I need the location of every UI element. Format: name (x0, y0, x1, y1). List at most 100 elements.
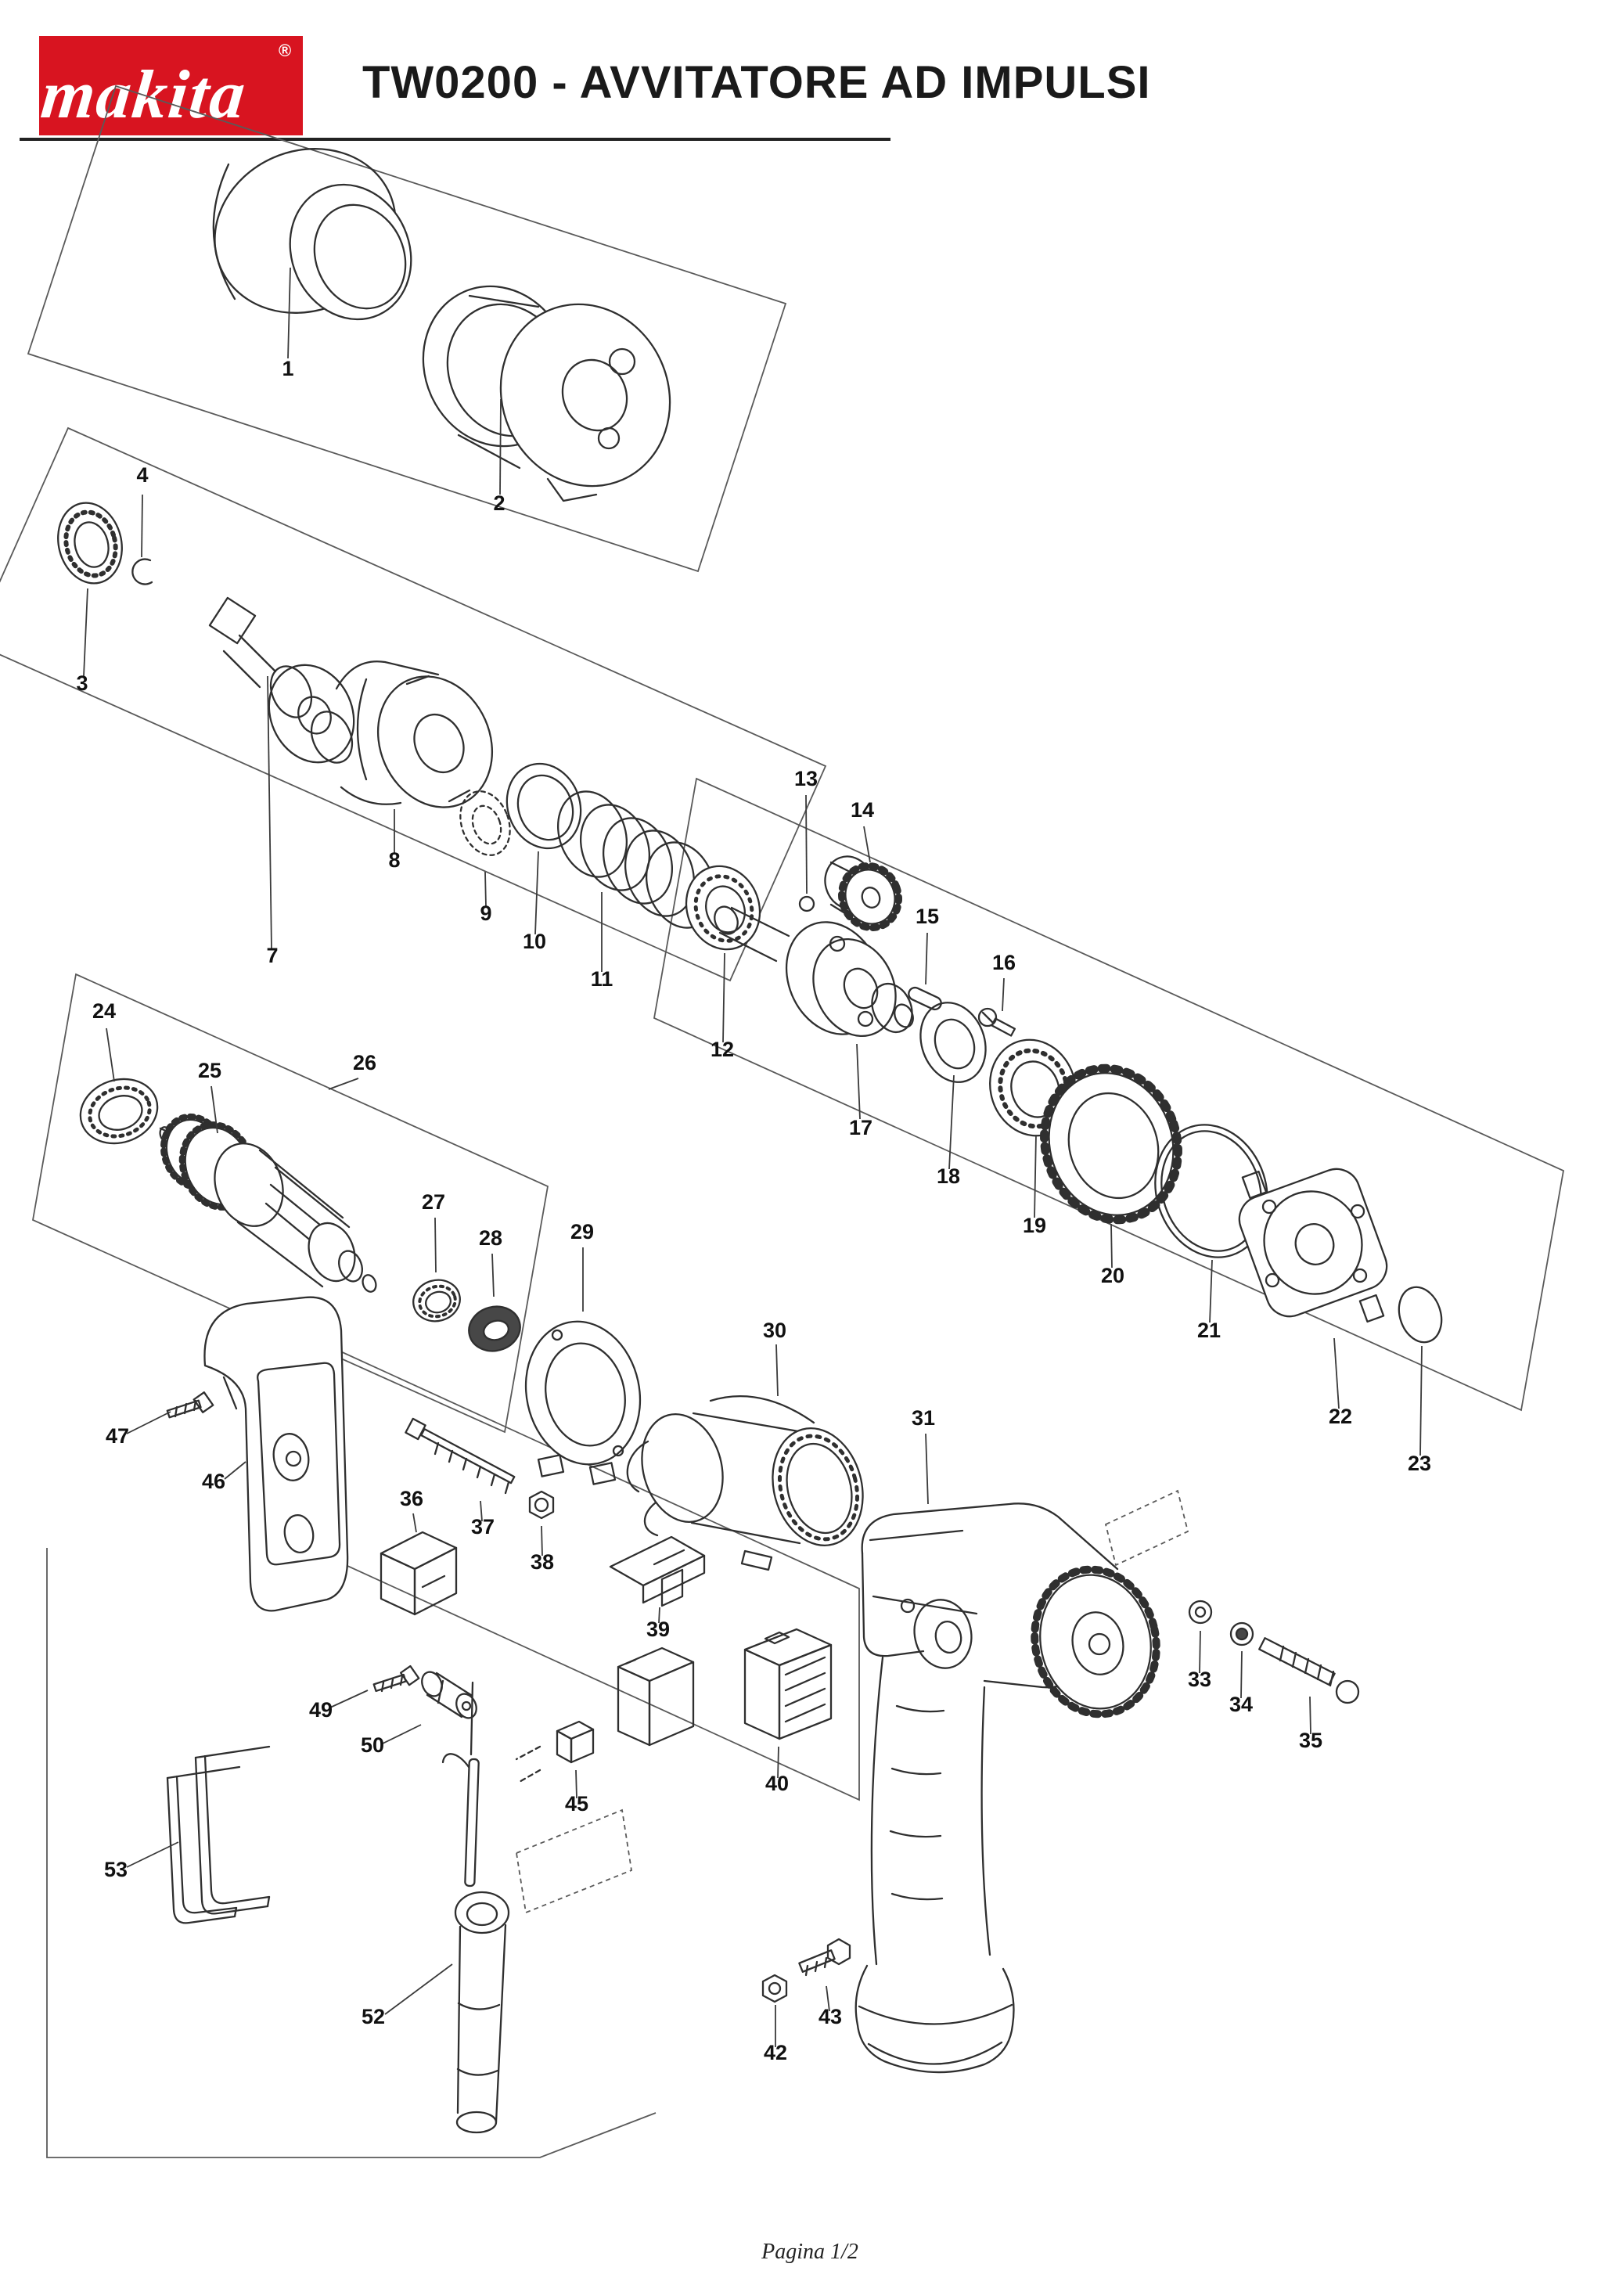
part-49-screw (372, 1664, 420, 1693)
part-4-ring-spring (131, 558, 153, 585)
leader-line-46 (224, 1461, 246, 1480)
part-9-washer (459, 790, 511, 856)
leader-line-24 (106, 1027, 115, 1082)
part-label-25: 25 (198, 1059, 221, 1082)
leader-line-23 (1419, 1345, 1423, 1456)
leader-line-36 (412, 1513, 417, 1533)
part-42-nut (761, 1974, 788, 2003)
part-28-seal (468, 1305, 521, 1352)
leader-line-3 (83, 588, 88, 677)
part-label-1: 1 (282, 357, 293, 380)
part-17-spindle (714, 905, 914, 1038)
part-13-ball (798, 895, 815, 912)
part-15-pin (908, 986, 942, 1011)
part-label-30: 30 (763, 1319, 786, 1342)
leader-line-49 (329, 1690, 369, 1708)
group-box-2 (0, 426, 827, 982)
part-35-bolt (1258, 1637, 1360, 1704)
part-label-43: 43 (818, 2005, 842, 2028)
part-30-field (626, 1395, 864, 1571)
registered-mark: ® (279, 41, 291, 60)
group-box-4 (31, 973, 549, 1434)
leader-line-37 (480, 1500, 483, 1522)
part-31-housing (854, 1502, 1160, 2074)
part-20-ring-gear (1040, 1063, 1182, 1225)
part-label-35: 35 (1299, 1729, 1322, 1752)
group-box-6 (46, 1548, 657, 2158)
leader-line-40 (777, 1746, 779, 1779)
leader-line-43 (826, 1985, 830, 2012)
leader-line-35 (1309, 1696, 1311, 1735)
part-label-19: 19 (1023, 1214, 1046, 1237)
part-label-33: 33 (1188, 1668, 1211, 1691)
part-10-ring (505, 762, 582, 850)
leader-line-10 (534, 851, 539, 935)
part-23-o-ring (1398, 1286, 1443, 1344)
part-50-pin (421, 1671, 477, 1719)
leader-line-20 (1110, 1223, 1113, 1269)
part-27-bearing (412, 1279, 461, 1323)
part-label-4: 4 (136, 463, 148, 487)
header: makita ® TW0200 - AVVITATORE AD IMPULSI (20, 36, 1150, 141)
part-label-46: 46 (202, 1470, 225, 1493)
label-plate (515, 1808, 632, 1914)
part-39-baffle (609, 1535, 706, 1607)
part-3-bearing (57, 502, 123, 585)
leader-line-34 (1240, 1650, 1243, 1699)
part-label-47: 47 (106, 1424, 129, 1448)
leader-line-28 (491, 1253, 495, 1297)
leader-line-22 (1333, 1337, 1340, 1409)
part-33-nut (1188, 1600, 1213, 1625)
parts-art (57, 148, 1443, 2134)
part-label-50: 50 (361, 1733, 384, 1757)
makita-logo (39, 36, 303, 135)
leader-line-9 (484, 871, 487, 907)
part-label-17: 17 (849, 1116, 872, 1139)
part-label-7: 7 (266, 944, 278, 967)
leader-line-2 (499, 398, 502, 495)
part-21-o-ring (1154, 1124, 1268, 1258)
part-29-bearing-retainer (524, 1320, 642, 1485)
leader-line-30 (775, 1344, 779, 1397)
leader-line-18 (948, 1074, 955, 1170)
part-8-hammer (335, 660, 494, 808)
part-label-52: 52 (362, 2005, 385, 2028)
leader-line-16 (1002, 977, 1005, 1012)
part-label-9: 9 (480, 901, 491, 925)
part-label-18: 18 (937, 1164, 960, 1188)
part-label-3: 3 (76, 671, 88, 695)
part-label-2: 2 (493, 491, 505, 515)
part-7-anvil (208, 596, 355, 764)
part-label-28: 28 (479, 1226, 502, 1250)
part-40-switch (617, 1628, 833, 1747)
part-label-26: 26 (353, 1051, 376, 1074)
part-label-20: 20 (1101, 1264, 1124, 1287)
part-label-27: 27 (422, 1190, 445, 1214)
part-22-bearing-box (1238, 1168, 1388, 1323)
part-46-handle (203, 1296, 349, 1612)
part-label-14: 14 (851, 798, 874, 822)
part-label-49: 49 (309, 1698, 333, 1722)
part-14-cam (824, 855, 902, 932)
leader-line-12 (722, 952, 725, 1043)
group-box-3 (653, 777, 1565, 1412)
leader-line-19 (1034, 1134, 1037, 1218)
part-12-washer (685, 865, 761, 951)
part-2-hammer-case-cover (422, 285, 671, 502)
part-label-12: 12 (711, 1038, 734, 1061)
part-36-brush-holder (380, 1531, 458, 1616)
part-label-53: 53 (104, 1858, 128, 1881)
leader-line-45 (575, 1769, 577, 1799)
part-34-washer (1229, 1621, 1254, 1646)
part-label-31: 31 (912, 1406, 935, 1430)
part-label-15: 15 (916, 905, 939, 928)
part-38-nut (528, 1490, 555, 1520)
part-label-16: 16 (992, 951, 1016, 974)
part-16-screw (977, 1007, 1016, 1037)
leader-line-25 (210, 1085, 218, 1134)
part-label-10: 10 (523, 930, 546, 953)
leader-line-50 (382, 1724, 422, 1744)
